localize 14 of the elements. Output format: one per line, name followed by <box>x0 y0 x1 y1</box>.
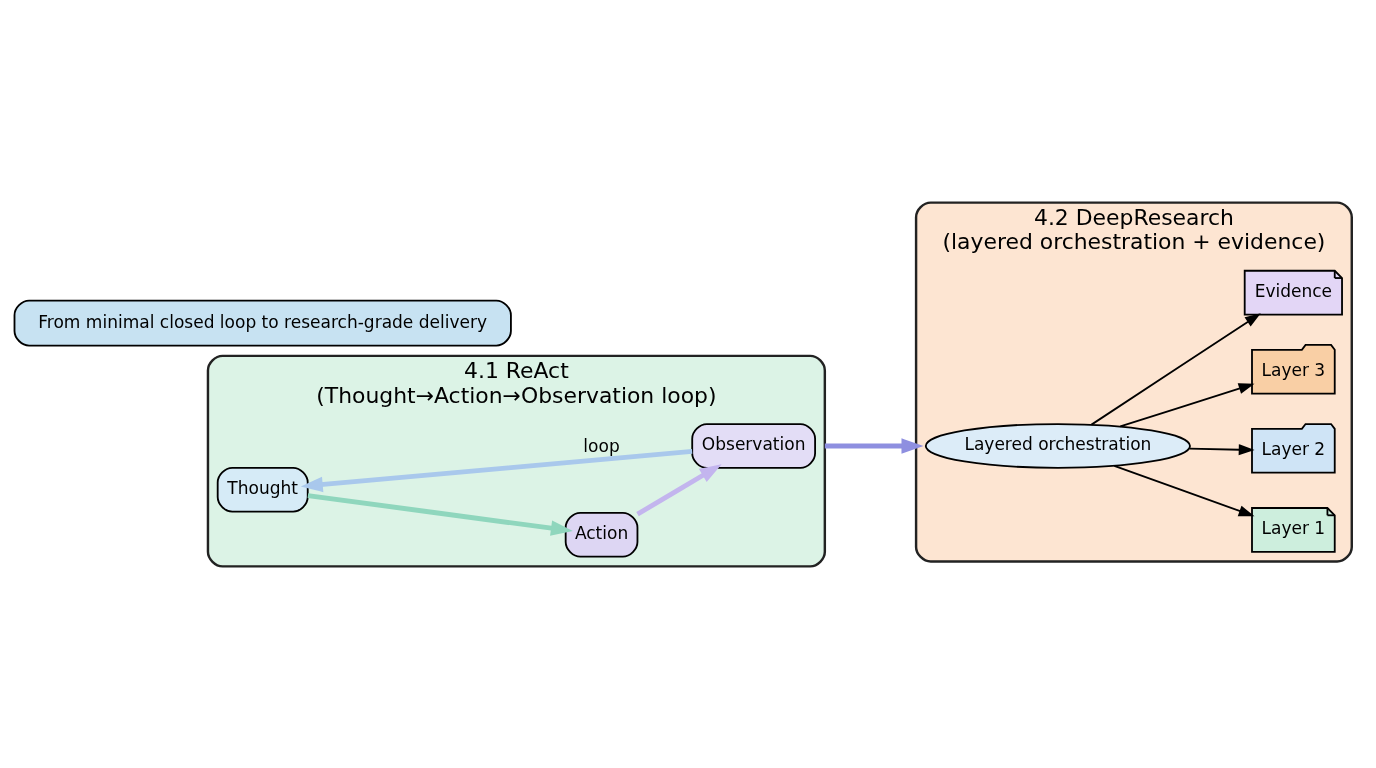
node-box: Observation <box>691 422 816 469</box>
node-box: Action <box>564 511 639 558</box>
arrow <box>1188 443 1255 455</box>
arrow <box>307 492 573 536</box>
edge-label: loop <box>583 435 620 456</box>
node-ellipse: Layered orchestration <box>924 422 1191 469</box>
arrow <box>1090 312 1261 426</box>
node-box: From minimal closed loop to research-grade delivery <box>13 299 512 346</box>
arrow <box>300 448 693 492</box>
arrow <box>636 463 722 516</box>
arrow <box>1113 464 1255 516</box>
arrow <box>824 437 924 454</box>
arrow <box>1119 382 1255 427</box>
node-box: Thought <box>216 466 309 513</box>
